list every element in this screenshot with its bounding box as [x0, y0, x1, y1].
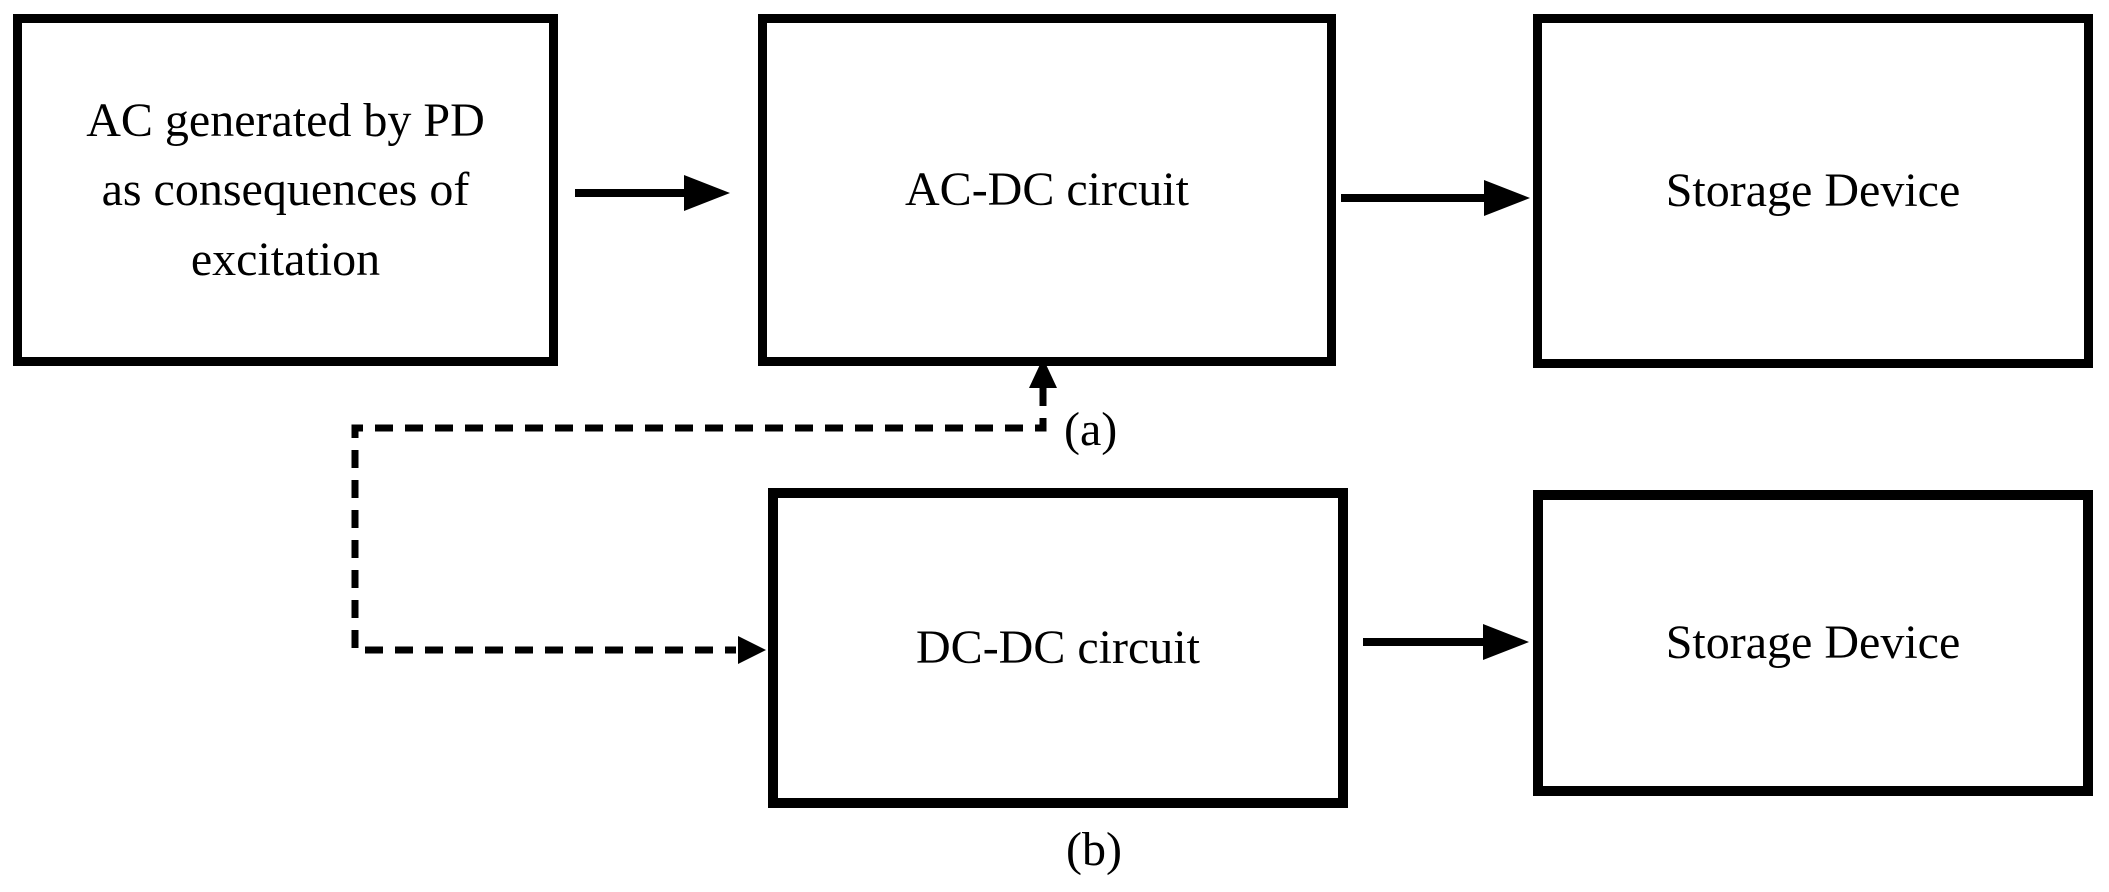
- node-label: AC generated by PD as consequences of ex…: [86, 93, 485, 286]
- node-pd-source: AC generated by PD as consequences of ex…: [13, 14, 558, 366]
- node-label: Storage Device: [1665, 164, 1961, 218]
- node-storage-device-top: Storage Device: [1533, 14, 2093, 368]
- dashed-arrowhead-up: [1029, 358, 1057, 388]
- dashed-feedback-connector: [351, 358, 1057, 664]
- node-ac-dc-circuit: AC-DC circuit: [758, 14, 1336, 366]
- subfigure-label-a: (a): [1064, 403, 1118, 456]
- arrow-source-to-acdc: [575, 175, 730, 211]
- subfigure-label-b: (b): [1066, 823, 1122, 876]
- node-label: DC-DC circuit: [916, 621, 1200, 675]
- dashed-arrowhead-right: [738, 636, 766, 664]
- arrow-acdc-to-storage: [1341, 180, 1530, 216]
- node-dc-dc-circuit: DC-DC circuit: [768, 488, 1348, 808]
- node-storage-device-bottom: Storage Device: [1533, 490, 2093, 796]
- arrow-dcdc-to-storage: [1363, 624, 1529, 660]
- node-label: AC-DC circuit: [905, 163, 1189, 217]
- node-label: Storage Device: [1665, 616, 1961, 670]
